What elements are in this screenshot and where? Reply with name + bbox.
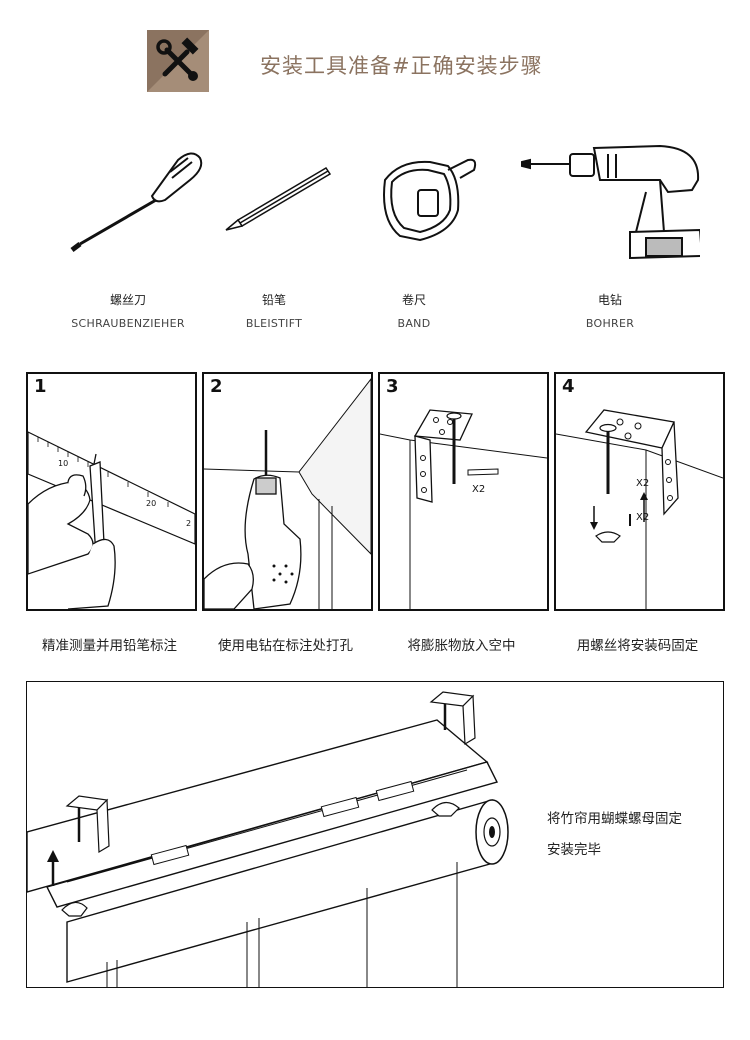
screwdriver-icon: [70, 152, 203, 252]
final-install-panel: 将竹帘用蝴蝶螺母固定 安装完毕: [26, 681, 724, 988]
step-4-qty-bottom: X2: [636, 512, 649, 523]
tool-label-tape-en: BAND: [397, 317, 431, 330]
step-3-qty: X2: [472, 484, 485, 495]
tools-illustration: [70, 144, 700, 260]
tool-label-pencil-en: BLEISTIFT: [245, 317, 303, 330]
pencil-icon: [225, 166, 332, 231]
page-title: 安装工具准备#正确安装步骤: [260, 54, 543, 78]
tool-label-screwdriver-cn: 螺丝刀: [109, 293, 146, 307]
tools-icon: [147, 30, 209, 92]
step-4-number: 4: [562, 376, 575, 397]
step-4-caption: 用螺丝将安装码固定: [576, 638, 699, 654]
step-2-caption: 使用电钻在标注处打孔: [218, 638, 353, 654]
tool-label-tape-cn: 卷尺: [401, 293, 426, 307]
step-4-panel: 4 X2 X2: [554, 372, 725, 611]
tool-label-drill-en: BOHRER: [585, 317, 635, 330]
drilling-illustration: [204, 378, 371, 609]
final-caption-line-2: 安装完毕: [547, 842, 601, 858]
ruler-mark-2: 2: [186, 519, 191, 528]
drill-icon: [521, 144, 700, 260]
tape-measure-icon: [383, 158, 477, 242]
ruler-mark-20: 20: [146, 499, 156, 508]
anchor-illustration: X2: [380, 409, 547, 609]
step-3-number: 3: [386, 376, 399, 397]
final-caption-line-1: 将竹帘用蝴蝶螺母固定: [547, 811, 682, 827]
measure-illustration: 10 20 2: [28, 431, 195, 609]
step-2-panel: 2: [202, 372, 373, 611]
tool-label-pencil-cn: 铅笔: [261, 293, 286, 307]
step-1-panel: 1 10 20 2: [26, 372, 197, 611]
step-2-number: 2: [210, 376, 223, 397]
bracket-fix-illustration: X2 X2: [556, 409, 723, 609]
step-4-qty-top: X2: [636, 478, 649, 489]
step-3-caption: 将膨胀物放入空中: [407, 638, 516, 654]
step-1-number: 1: [34, 376, 47, 397]
tool-label-drill-cn: 电钻: [597, 293, 622, 307]
header-logo: [147, 30, 209, 92]
step-1-caption: 精准测量并用铅笔标注: [42, 638, 177, 654]
step-3-panel: 3 X2: [378, 372, 549, 611]
blind-installed-illustration: [27, 691, 509, 987]
tool-label-screwdriver-en: SCHRAUBENZIEHER: [71, 317, 185, 330]
ruler-mark-10: 10: [58, 459, 68, 468]
